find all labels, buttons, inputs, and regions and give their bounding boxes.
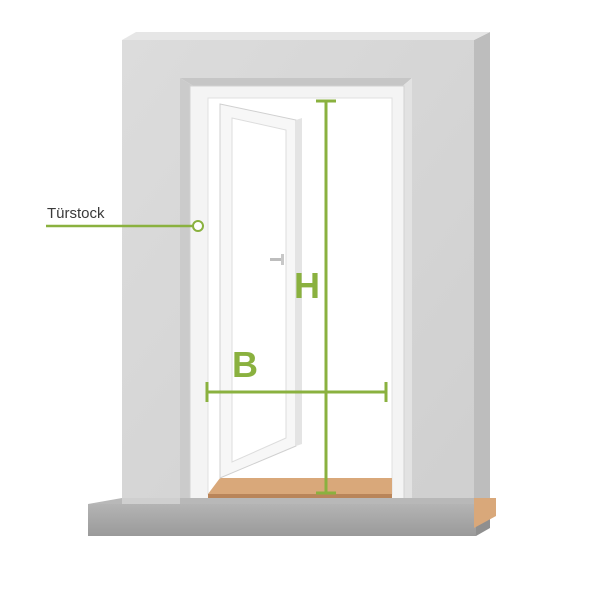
wall-left-base — [122, 498, 180, 504]
wall-top-face — [122, 32, 490, 40]
sill-front — [88, 504, 476, 536]
width-label: B — [232, 344, 258, 385]
wall-side-face — [474, 32, 490, 528]
door-leaf-glass — [231, 117, 287, 463]
door-handle-rose — [281, 254, 284, 265]
door-handle-icon — [270, 258, 284, 261]
height-dimension — [316, 99, 336, 495]
door-leaf-edge — [296, 118, 302, 446]
width-dimension — [205, 382, 388, 402]
sill-top — [88, 498, 490, 504]
frame-callout-dot — [192, 220, 204, 232]
threshold-wood — [208, 478, 392, 494]
wall-front — [122, 40, 474, 528]
frame-callout-label: Türstock — [47, 205, 105, 222]
height-label: H — [294, 265, 320, 306]
sill-wood-edge — [474, 498, 496, 528]
